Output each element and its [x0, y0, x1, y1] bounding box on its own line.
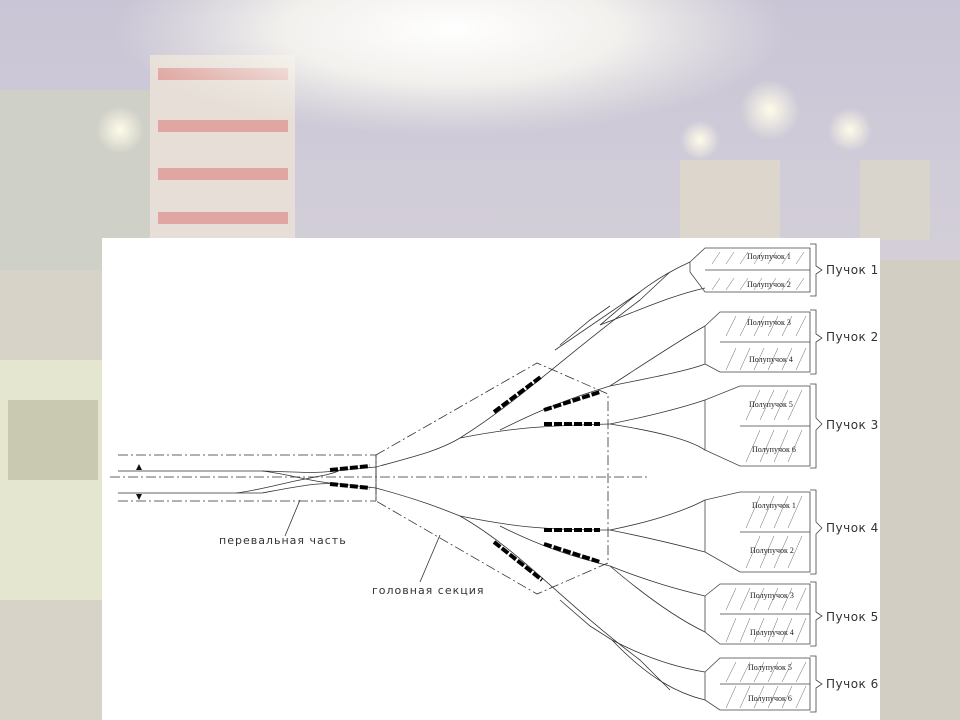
- half-bundle-label: Полупучок 5: [748, 663, 792, 672]
- head-callout-leader: [419, 534, 441, 583]
- bundle-label: Пучок 6: [826, 677, 879, 691]
- half-bundle-label: Полупучок 1: [752, 501, 796, 510]
- retarder-hump-lower: [329, 482, 371, 490]
- retarder-upper-1: [492, 374, 544, 414]
- head-section-envelope: [375, 362, 609, 595]
- retarder-hump-upper: [329, 464, 371, 472]
- bundle-braces: [810, 243, 823, 713]
- hump-callout-leader: [284, 499, 301, 537]
- half-bundle-label: Полупучок 2: [747, 280, 791, 289]
- signal-arrow-down: [136, 494, 142, 500]
- hatching: [711, 251, 807, 709]
- half-bundle-label: Полупучок 1: [747, 252, 791, 261]
- lower-fan-tracks: [375, 487, 706, 701]
- retarder-upper-2: [543, 390, 601, 412]
- bundle-label: Пучок 2: [826, 330, 879, 344]
- bundle-label: Пучок 5: [826, 610, 879, 624]
- retarder-marks: [329, 374, 601, 582]
- retarder-lower-2: [543, 542, 601, 564]
- diagram-panel: [102, 238, 880, 720]
- half-bundle-label: Полупучок 2: [750, 546, 794, 555]
- hump-section-label: перевальная часть: [219, 534, 347, 547]
- signal-arrow-up: [136, 464, 142, 470]
- bundle-label: Пучок 3: [826, 418, 879, 432]
- bundle-label: Пучок 1: [826, 263, 879, 277]
- half-bundle-tracks: [689, 247, 811, 711]
- head-section-label: головная секция: [372, 584, 485, 597]
- half-bundle-label: Полупучок 6: [748, 694, 792, 703]
- half-bundle-label: Полупучок 4: [749, 355, 793, 364]
- half-bundle-label: Полупучок 3: [750, 591, 794, 600]
- half-bundle-label: Полупучок 5: [749, 400, 793, 409]
- signal-markers: [136, 464, 142, 500]
- half-bundle-label: Полупучок 4: [750, 628, 794, 637]
- hump-envelope: [110, 454, 650, 502]
- half-bundle-label: Полупучок 3: [747, 318, 791, 327]
- bundle-label: Пучок 4: [826, 521, 879, 535]
- half-bundle-label: Полупучок 6: [752, 445, 796, 454]
- bundle-labels: Пучок 1 Пучок 2 Пучок 3 Пучок 4 Пучок 5 …: [826, 263, 879, 691]
- half-bundle-labels: Полупучок 1 Полупучок 2 Полупучок 3 Полу…: [747, 252, 796, 703]
- retarder-lower-3: [492, 540, 544, 582]
